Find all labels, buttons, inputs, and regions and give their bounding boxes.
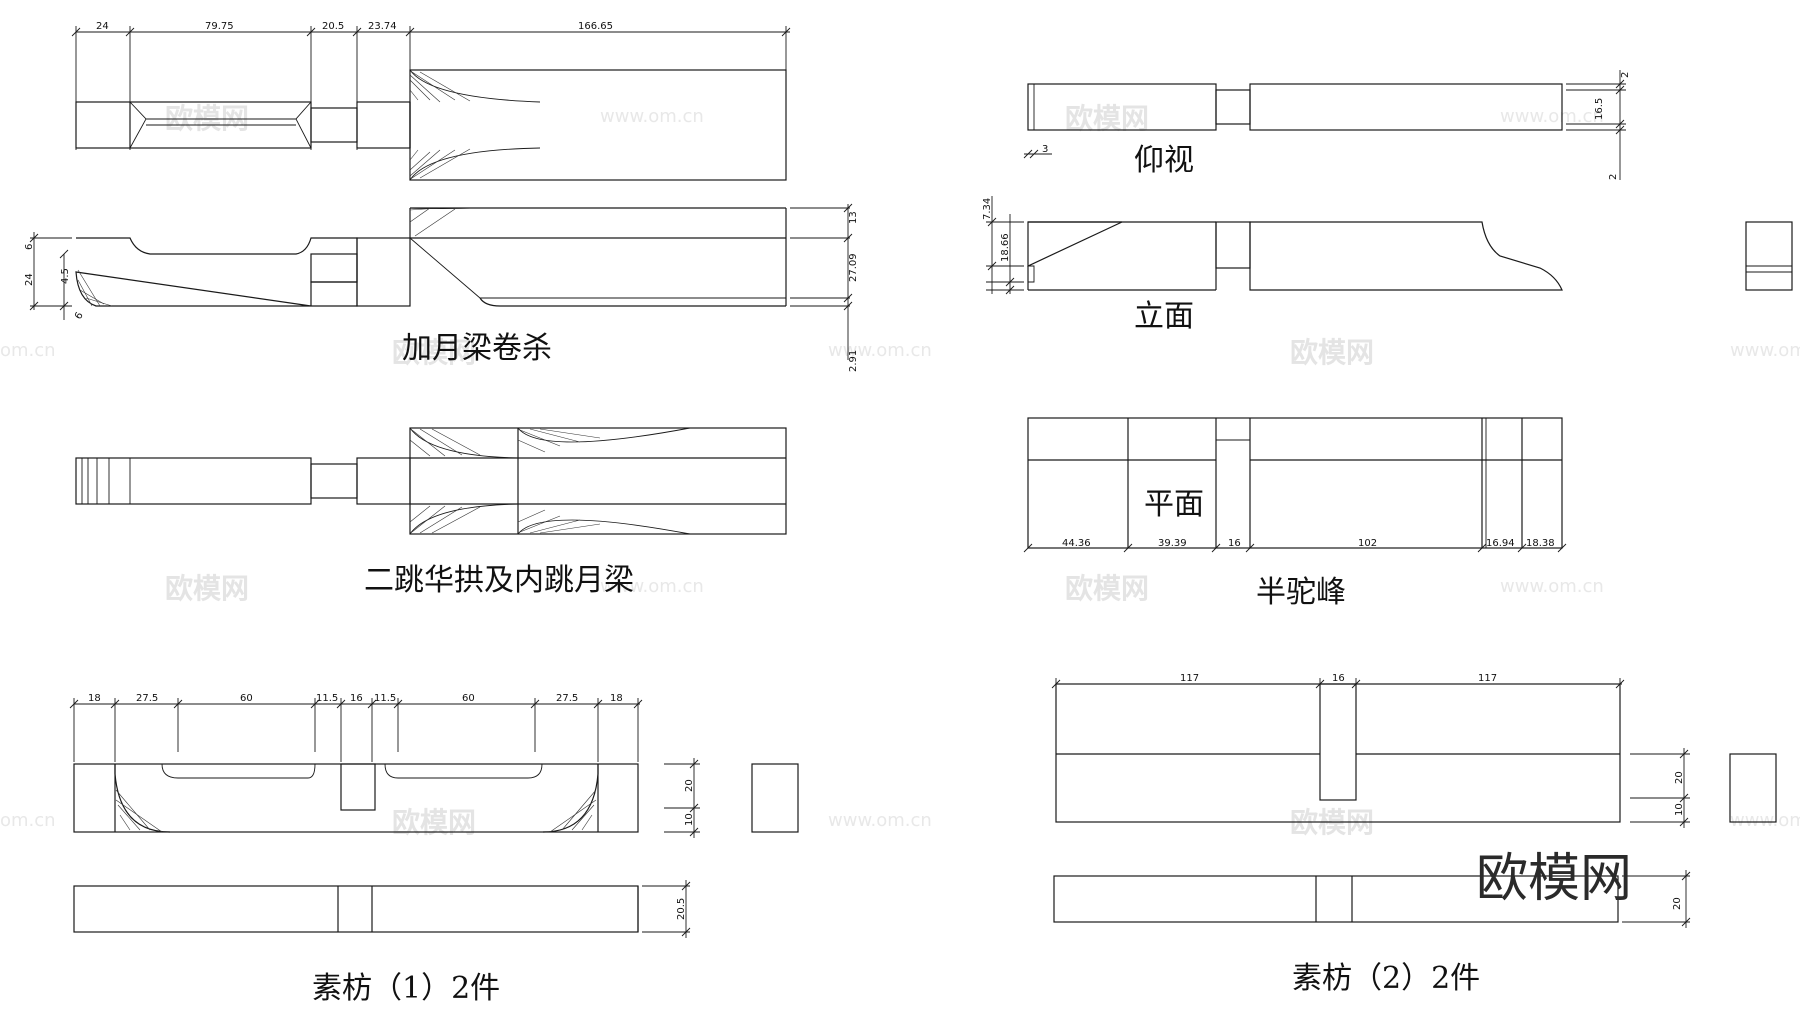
dim-label: 117 <box>1478 673 1497 684</box>
tuofeng-elevation: 7.34 18.66 <box>982 196 1793 295</box>
caption-sufang-1: 素枋（1）2件 <box>312 971 500 1006</box>
dim-label: 7.34 <box>982 198 993 220</box>
brand-logo: 欧模网 <box>1476 849 1632 909</box>
dim-label: 102 <box>1358 538 1377 549</box>
watermark-url: www.om.cn <box>1730 340 1800 361</box>
dim-label: 44.36 <box>1062 538 1091 549</box>
watermark-url: www.om.cn <box>1730 810 1800 831</box>
dim-label: 24 <box>24 273 35 286</box>
dim-label: 20.5 <box>676 898 687 920</box>
dim-label: 23.74 <box>368 21 397 32</box>
dim-label: 13 <box>848 211 859 224</box>
caption-yueliang-juansha: 加月梁卷杀 <box>402 331 552 366</box>
dim-label: 2 <box>1620 72 1631 78</box>
watermark-text: 欧模网 <box>1290 336 1374 369</box>
dim-label: 20 <box>1672 897 1683 910</box>
dim-label: 3 <box>1042 144 1048 155</box>
caption-pingmian: 平面 <box>1144 487 1204 522</box>
dim-label: 20 <box>1674 771 1685 784</box>
caption-limian: 立面 <box>1134 299 1194 334</box>
sufang-1-elevation: 18 27.5 60 11.5 16 11.5 60 27.5 18 20 10 <box>69 693 799 938</box>
caption-sufang-2: 素枋（2）2件 <box>1292 961 1480 996</box>
dim-label: 79.75 <box>205 21 234 32</box>
watermarks: 欧模网 www.om.cn 欧模网 www.om.cn om.cn 欧模网 ww… <box>0 102 1800 839</box>
sufang-2-elevation: 117 16 117 20 10 20 <box>1051 673 1777 928</box>
dim-label: 4.5 <box>60 268 71 284</box>
dim-label: 16.94 <box>1486 538 1515 549</box>
dim-label: 6 <box>24 244 35 250</box>
dim-label: 11.5 <box>316 693 338 704</box>
dim-label: 16 <box>350 693 363 704</box>
dim-label: 11.5 <box>374 693 396 704</box>
watermark-url: www.om.cn <box>828 340 932 361</box>
watermark-url: www.om.cn <box>1500 576 1604 597</box>
dim-label: 20 <box>684 779 695 792</box>
dim-label: 60 <box>240 693 253 704</box>
dim-label: 10 <box>1674 803 1685 816</box>
watermark-url-fragment: om.cn <box>0 810 56 831</box>
watermark-url-fragment: om.cn <box>0 340 56 361</box>
tuofeng-bottom-view: 2 16.5 2 3 <box>1023 70 1631 180</box>
dim-label: 16 <box>1228 538 1241 549</box>
huagong-yueliang-plan <box>75 427 787 535</box>
dim-label: 16 <box>1332 673 1345 684</box>
watermark-url: www.om.cn <box>1500 106 1604 127</box>
dim-label: 6 <box>73 310 86 321</box>
dim-label: 27.5 <box>556 693 578 704</box>
yueliang-top-view: 24 79.75 20.5 23.74 166.65 <box>71 21 791 181</box>
watermark-text: 欧模网 <box>165 102 249 135</box>
dim-label: 18.66 <box>1000 233 1011 262</box>
dim-label: 2 <box>1608 174 1619 180</box>
tuofeng-plan: 44.36 39.39 16 102 16.94 18.38 <box>1023 417 1567 553</box>
dim-label: 39.39 <box>1158 538 1187 549</box>
dim-label: 60 <box>462 693 475 704</box>
dim-label: 166.65 <box>578 21 613 32</box>
dim-label: 18.38 <box>1526 538 1555 549</box>
watermark-text: 欧模网 <box>165 572 249 605</box>
dim-label: 27.5 <box>136 693 158 704</box>
watermark-url: www.om.cn <box>600 106 704 127</box>
dim-label: 20.5 <box>322 21 344 32</box>
watermark-text: 欧模网 <box>392 806 476 839</box>
dim-label: 18 <box>88 693 101 704</box>
watermark-text: 欧模网 <box>1065 572 1149 605</box>
watermark-url: www.om.cn <box>600 576 704 597</box>
caption-yangshi: 仰视 <box>1134 143 1194 178</box>
watermark-url: www.om.cn <box>828 810 932 831</box>
dim-label: 24 <box>96 21 109 32</box>
dim-label: 117 <box>1180 673 1199 684</box>
dim-label: 18 <box>610 693 623 704</box>
dim-label: 10 <box>684 813 695 826</box>
dim-label: 16.5 <box>1594 98 1605 120</box>
caption-ban-tuofeng: 半驼峰 <box>1256 575 1346 610</box>
dim-label: 2.91 <box>848 350 859 372</box>
watermark-text: 欧模网 <box>392 336 476 369</box>
yueliang-elevation: 13 27.09 2.91 6 24 4.5 6 <box>24 203 859 372</box>
caption-huagong-yueliang: 二跳华拱及内跳月梁 <box>364 563 634 598</box>
dim-label: 27.09 <box>848 253 859 282</box>
